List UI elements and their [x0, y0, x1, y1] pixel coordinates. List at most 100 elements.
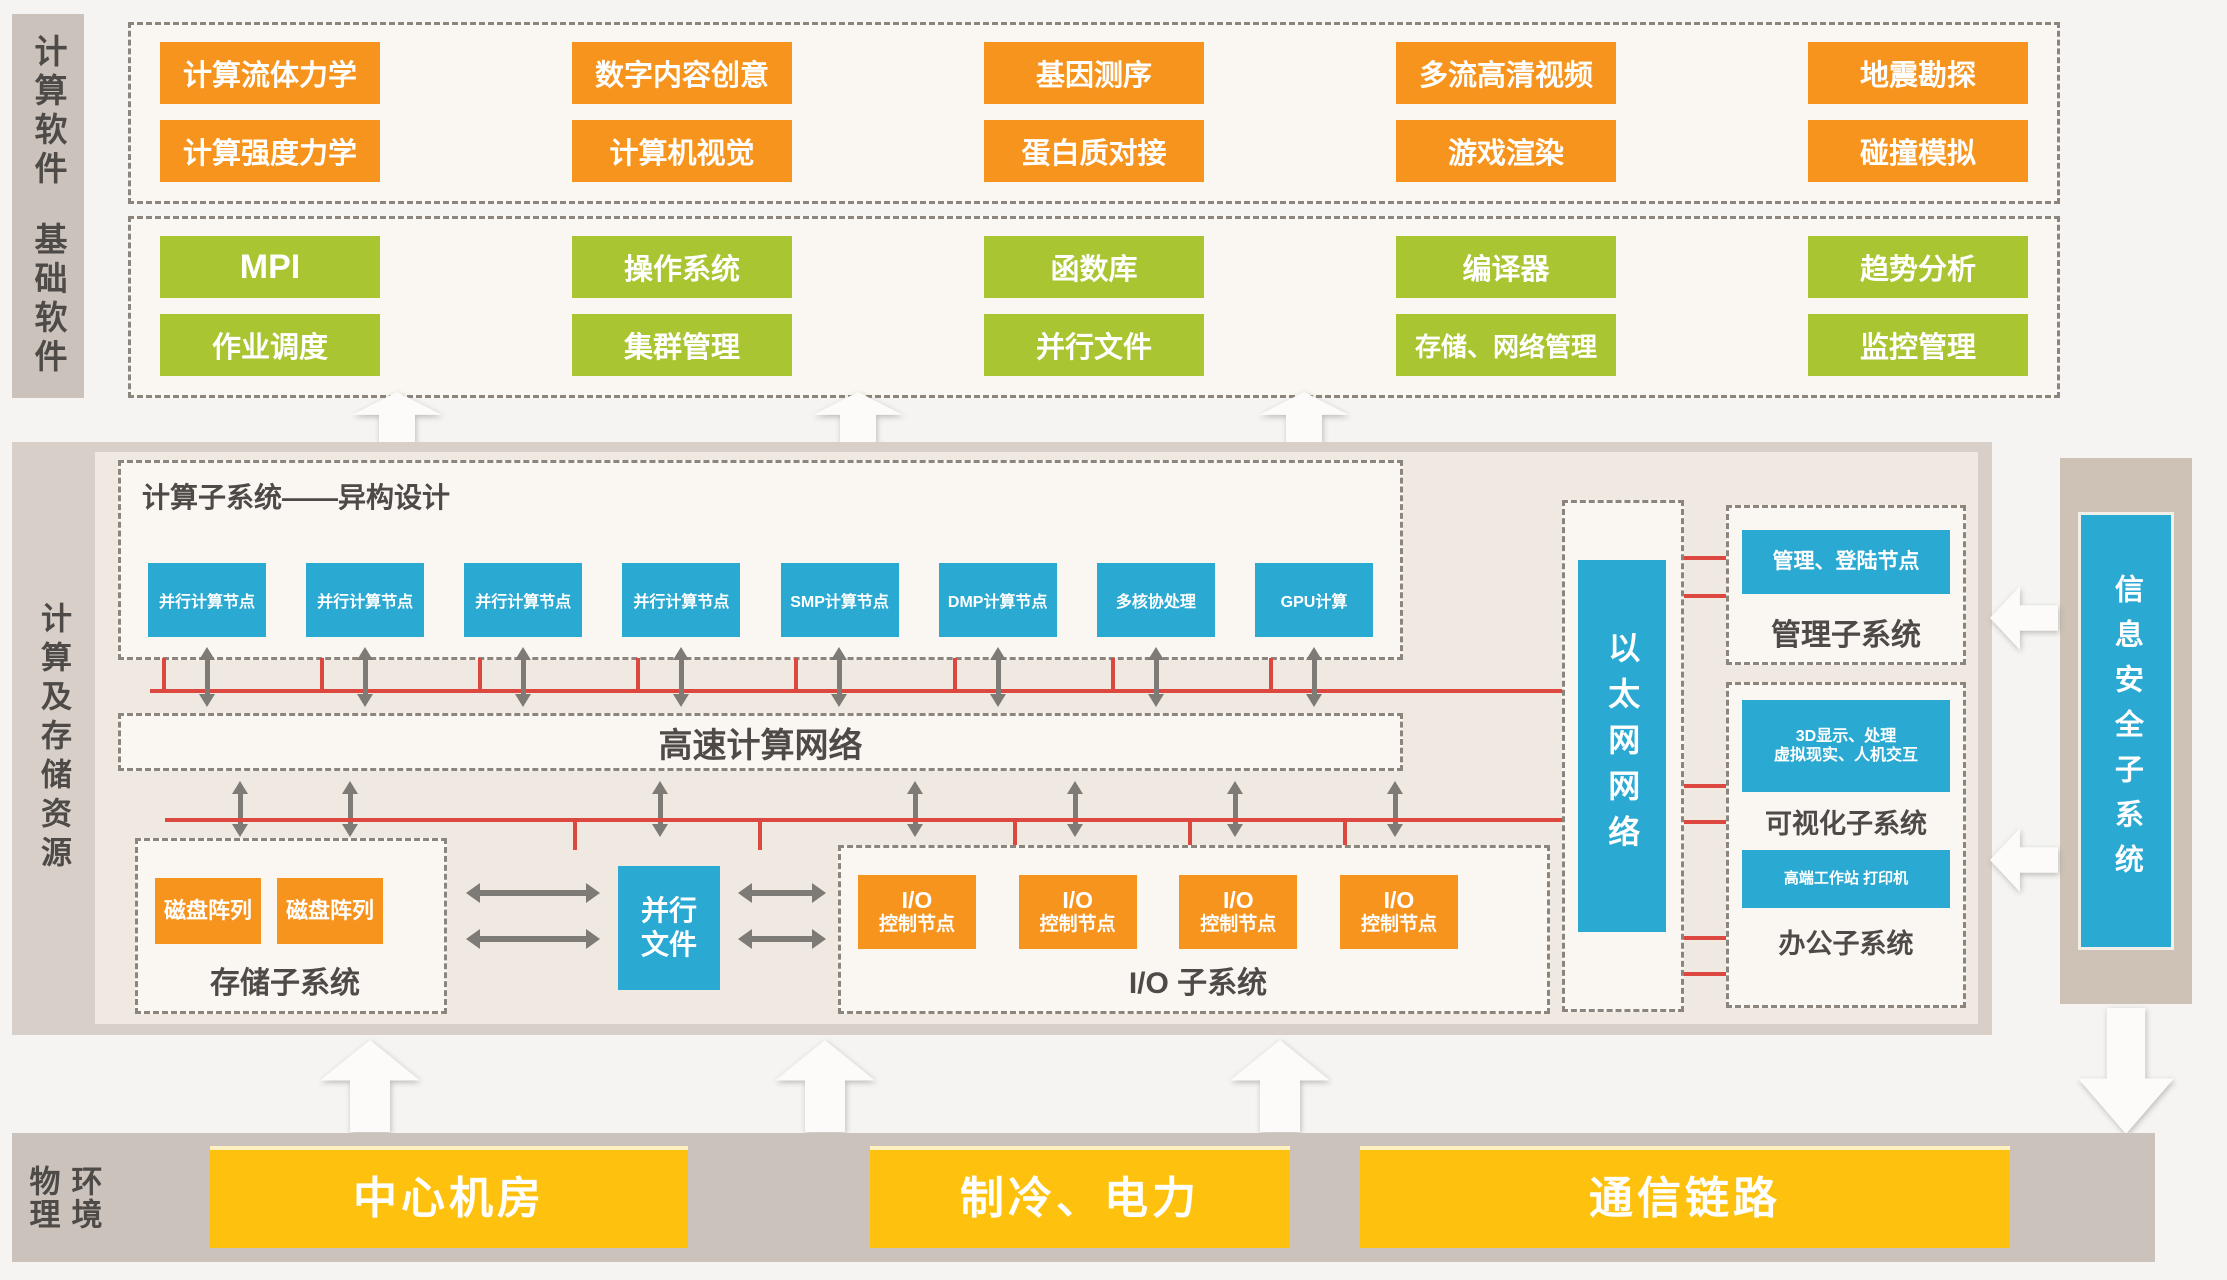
base-row-2: 作业调度 集群管理 并行文件 存储、网络管理 监控管理	[160, 314, 2028, 376]
io-control-node-4: I/O 控制节点	[1339, 875, 1458, 949]
io-node-line1: I/O	[1222, 886, 1254, 913]
eth-viz-link	[1684, 820, 1726, 824]
viz-node-line2: 虚拟现实、人机交互	[1773, 747, 1918, 764]
up-arrow-5	[775, 1040, 875, 1132]
red-stub	[1013, 822, 1017, 850]
office-node: 高端工作站 打印机	[1742, 850, 1950, 908]
base-box-os: 操作系统	[572, 236, 792, 298]
security-subsystem-bar: 信息安全子系统	[2078, 512, 2174, 950]
io-node-line2: 控制节点	[1200, 914, 1277, 936]
eth-mgmt-link	[1684, 556, 1726, 560]
label-base-software: 基础软件	[30, 222, 67, 378]
network-storage-arrow	[232, 781, 248, 837]
eth-office-link	[1684, 936, 1726, 940]
io-node-line1: I/O	[1062, 886, 1093, 913]
viz-node-line1: 3D显示、处理	[1795, 727, 1897, 745]
ethernet-label: 以太网网络	[1604, 631, 1641, 861]
compute-node-row: 并行计算节点 并行计算节点 并行计算节点 并行计算节点 SMP计算节点 DMP计…	[148, 563, 1373, 637]
software-side-strip	[12, 14, 84, 398]
node-network-arrow	[990, 647, 1006, 707]
cooling-power-box: 制冷、电力	[870, 1146, 1290, 1248]
io-subsystem-label: I/O 子系统	[1128, 967, 1268, 1000]
io-control-node-3: I/O 控制节点	[1179, 875, 1298, 949]
io-control-node-1: I/O 控制节点	[858, 875, 976, 949]
app-box-computer-vision: 计算机视觉	[572, 120, 792, 182]
io-node-line2: 控制节点	[878, 914, 955, 936]
app-box-hd-video: 多流高清视频	[1396, 42, 1616, 104]
node-multicore: 多核协处理	[1096, 563, 1215, 637]
base-box-mpi: MPI	[160, 236, 380, 298]
node-parallel-1: 并行计算节点	[148, 563, 266, 637]
red-bus-line-2	[165, 818, 1562, 822]
red-bus-line-1	[150, 689, 1562, 693]
base-box-job-sched: 作业调度	[160, 314, 380, 376]
red-stub	[573, 822, 577, 850]
app-box-protein: 蛋白质对接	[984, 120, 1204, 182]
red-stub	[794, 658, 798, 689]
network-io-arrow	[1227, 781, 1243, 837]
eth-viz-link	[1684, 784, 1726, 788]
node-smp: SMP计算节点	[780, 563, 899, 637]
high-speed-network-label: 高速计算网络	[658, 726, 863, 765]
compute-subsystem-title: 计算子系统——异构设计	[142, 482, 451, 513]
app-box-digital-content: 数字内容创意	[572, 42, 792, 104]
security-subsystem-label: 信息安全子系统	[2110, 573, 2143, 889]
node-network-arrow	[515, 647, 531, 707]
pfile-io-arrow	[738, 929, 826, 949]
node-network-arrow	[673, 647, 689, 707]
label-physical: 物理	[24, 1165, 60, 1231]
node-gpu: GPU计算	[1254, 563, 1373, 637]
app-box-game-render: 游戏渲染	[1396, 120, 1616, 182]
eth-mgmt-link	[1684, 594, 1726, 598]
base-box-parallel-file: 并行文件	[984, 314, 1204, 376]
security-left-arrow-2	[1990, 828, 2058, 892]
red-stub	[162, 658, 166, 689]
red-stub	[1111, 658, 1115, 689]
node-parallel-2: 并行计算节点	[306, 563, 425, 637]
node-network-arrow	[199, 647, 215, 707]
app-box-seismic: 地震勘探	[1808, 42, 2028, 104]
up-arrow-1	[352, 392, 442, 444]
network-io-arrow	[907, 781, 923, 837]
security-left-arrow-1	[1990, 586, 2058, 650]
storage-pfile-arrow	[466, 883, 600, 903]
security-down-arrow	[2078, 1008, 2174, 1134]
storage-subsystem-label: 存储子系统	[210, 967, 360, 1000]
red-stub	[1343, 822, 1347, 850]
base-box-monitor-mgmt: 监控管理	[1808, 314, 2028, 376]
management-subsystem-label: 管理子系统	[1771, 619, 1921, 652]
label-compute-software: 计算软件	[30, 34, 67, 190]
visualization-subsystem-label: 可视化子系统	[1765, 809, 1927, 839]
red-stub	[758, 822, 762, 850]
visualization-node: 3D显示、处理 虚拟现实、人机交互	[1742, 700, 1950, 792]
app-box-cfd: 计算流体力学	[160, 42, 380, 104]
base-box-compiler: 编译器	[1396, 236, 1616, 298]
io-node-line2: 控制节点	[1039, 914, 1116, 936]
node-network-arrow	[831, 647, 847, 707]
network-storage-arrow	[652, 781, 668, 837]
node-network-arrow	[357, 647, 373, 707]
base-row-1: MPI 操作系统 函数库 编译器 趋势分析	[160, 236, 2028, 298]
node-network-arrow	[1148, 647, 1164, 707]
pfile-io-arrow	[738, 883, 826, 903]
base-box-cluster-mgmt: 集群管理	[572, 314, 792, 376]
app-row-2: 计算强度力学 计算机视觉 蛋白质对接 游戏渲染 碰撞模拟	[160, 120, 2028, 182]
label-environment: 环境	[66, 1165, 102, 1231]
up-arrow-2	[813, 392, 903, 444]
network-io-arrow	[1067, 781, 1083, 837]
storage-pfile-arrow	[466, 929, 600, 949]
up-arrow-4	[320, 1040, 420, 1132]
io-node-row: I/O 控制节点 I/O 控制节点 I/O 控制节点 I/O 控制节点	[858, 875, 1458, 949]
io-control-node-2: I/O 控制节点	[1018, 875, 1137, 949]
red-stub	[636, 658, 640, 689]
base-box-trend: 趋势分析	[1808, 236, 2028, 298]
up-arrow-3	[1259, 392, 1349, 444]
high-speed-network-band: 高速计算网络	[118, 713, 1403, 771]
node-parallel-3: 并行计算节点	[464, 563, 583, 637]
parallel-file-label: 并行文件	[640, 895, 697, 960]
red-stub	[320, 658, 324, 689]
node-dmp: DMP计算节点	[938, 563, 1057, 637]
red-stub	[953, 658, 957, 689]
app-box-gene-seq: 基因测序	[984, 42, 1204, 104]
io-node-line2: 控制节点	[1360, 914, 1437, 936]
